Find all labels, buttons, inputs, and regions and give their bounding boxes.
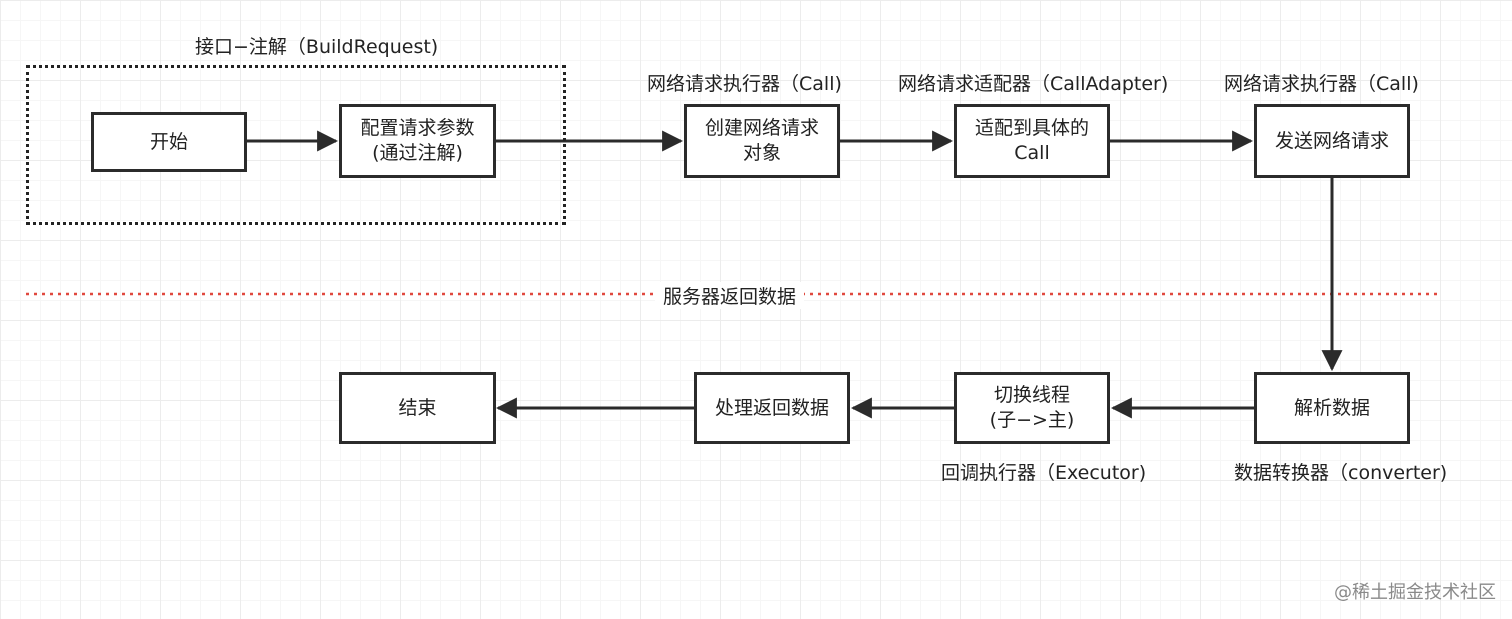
label-call-executor-1: 网络请求执行器（Call) — [647, 73, 842, 95]
label-callback-executor: 回调执行器（Executor) — [941, 462, 1147, 484]
node-create-request: 创建网络请求 对象 — [684, 104, 840, 178]
server-divider-label: 服务器返回数据 — [655, 282, 805, 309]
node-parse-data: 解析数据 — [1254, 372, 1410, 444]
build-request-group-label: 接口−注解（BuildRequest) — [195, 36, 439, 58]
label-call-adapter: 网络请求适配器（CallAdapter) — [898, 73, 1169, 95]
build-request-group — [26, 65, 566, 225]
node-adapt-call: 适配到具体的 Call — [954, 104, 1110, 178]
watermark-text: @稀土掘金技术社区 — [1334, 582, 1496, 603]
label-call-executor-2: 网络请求执行器（Call) — [1224, 73, 1419, 95]
node-config-params: 配置请求参数 (通过注解) — [339, 104, 496, 178]
label-converter: 数据转换器（converter) — [1234, 462, 1448, 484]
node-process-data: 处理返回数据 — [694, 372, 850, 444]
node-start: 开始 — [91, 112, 247, 172]
node-switch-thread: 切换线程 (子−>主) — [954, 372, 1110, 444]
node-end: 结束 — [339, 372, 496, 444]
node-send-request: 发送网络请求 — [1254, 104, 1410, 178]
